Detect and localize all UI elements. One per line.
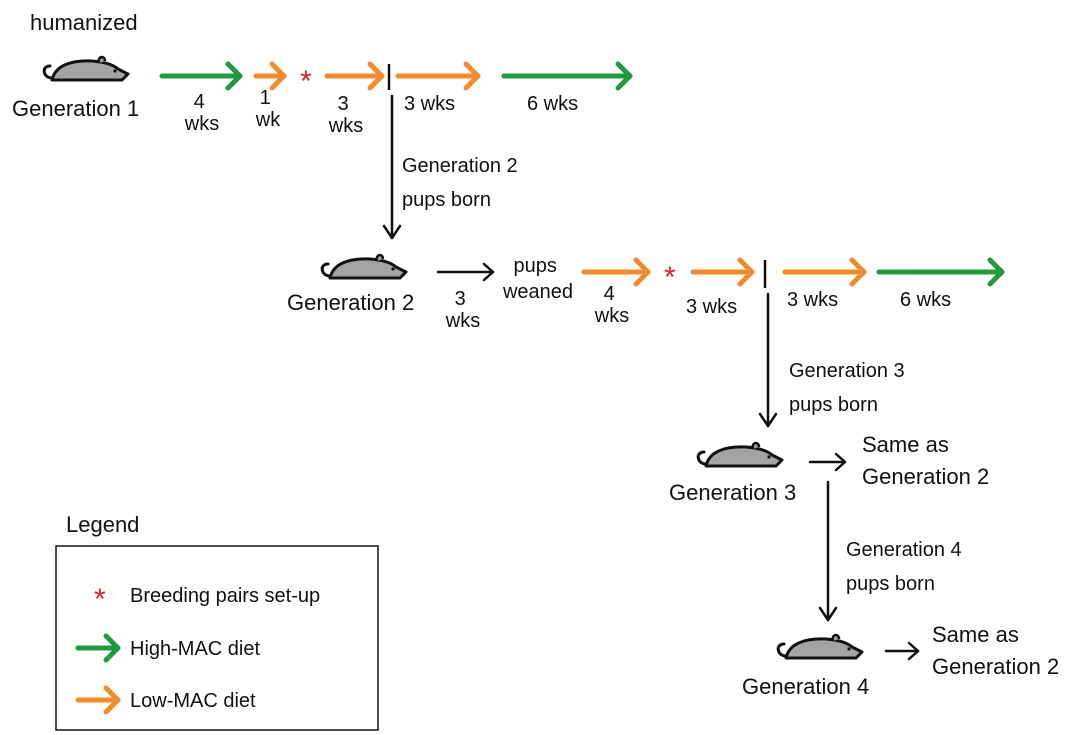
generation-1-high-mac-arrow-2	[501, 61, 633, 91]
legend-low-mac-arrow	[75, 685, 121, 715]
legend-box	[55, 545, 379, 731]
generation-1-high-mac-arrow-1	[159, 61, 243, 91]
generation-2-low-mac-arrow-3	[782, 257, 867, 287]
generation-4-same-as-label: Same as Generation 2	[932, 622, 1059, 679]
generation-2-duration-3: 3 wks	[686, 296, 737, 318]
generation-2-low-mac-arrow-2	[690, 257, 755, 287]
generation-4-birth-arrow	[818, 480, 838, 622]
generation-2-birth-arrow	[382, 94, 402, 240]
generation-1-duration-5: 6 wks	[527, 93, 578, 115]
generation-3-mouse-icon	[696, 441, 784, 468]
generation-3-same-as-label: Same as Generation 2	[862, 432, 989, 489]
generation-1-low-mac-arrow-2	[324, 61, 385, 91]
generation-1-duration-2: 1 wk	[255, 87, 281, 131]
legend-high-mac-label: High-MAC diet	[130, 638, 260, 660]
generation-1-duration-1: 4 wks	[184, 91, 219, 135]
generation-2-weaning-arrow	[436, 262, 495, 282]
generation-2-duration-5: 6 wks	[900, 289, 951, 311]
generation-1-breeding-asterisk: *	[300, 65, 312, 98]
generation-1-low-mac-arrow-1	[253, 61, 287, 91]
legend-asterisk: *	[94, 583, 106, 616]
generation-2-pups-weaned-label: pups weaned	[502, 255, 573, 303]
generation-2-label: Generation 2	[287, 290, 414, 315]
generation-1-duration-4: 3 wks	[404, 93, 455, 115]
generation-3-arrow	[808, 452, 847, 472]
legend-low-mac-label: Low-MAC diet	[130, 690, 256, 712]
generation-1-mouse-icon	[42, 55, 130, 82]
legend-breeding-label: Breeding pairs set-up	[130, 585, 320, 607]
generation-4-arrow	[884, 641, 920, 661]
generation-2-duration-2: 4 wks	[594, 283, 629, 327]
generation-2-low-mac-arrow-1	[581, 257, 651, 287]
generation-2-high-mac-arrow	[876, 257, 1005, 287]
generation-1-duration-3: 3 wks	[328, 93, 363, 137]
legend-title: Legend	[66, 512, 139, 537]
generation-2-mouse-icon	[320, 253, 408, 280]
generation-2-duration-4: 3 wks	[787, 289, 838, 311]
generation-1-low-mac-arrow-3	[395, 61, 481, 91]
generation-1-label: Generation 1	[12, 96, 139, 121]
generation-4-mouse-icon	[776, 633, 864, 660]
generation-2-pups-born-label: Generation 2 pups born	[402, 155, 523, 211]
generation-3-label: Generation 3	[669, 480, 796, 505]
generation-4-label: Generation 4	[742, 674, 869, 699]
generation-4-pups-born-label: Generation 4 pups born	[846, 539, 967, 595]
generation-3-birth-arrow	[758, 292, 778, 428]
generation-2-duration-1: 3 wks	[445, 288, 480, 332]
humanized-label: humanized	[30, 10, 138, 35]
generation-3-pups-born-label: Generation 3 pups born	[789, 360, 910, 416]
legend-high-mac-arrow	[75, 633, 121, 663]
generation-2-breeding-asterisk: *	[664, 261, 676, 294]
